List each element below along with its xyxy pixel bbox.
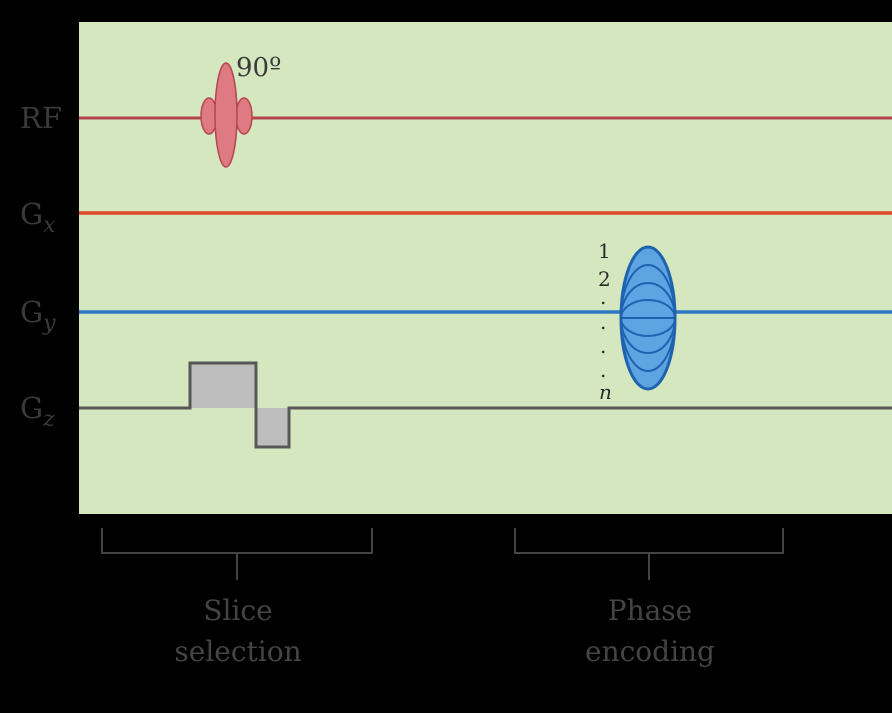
phase-step-dot-2: . [600,310,606,334]
rf-label: RF [20,101,62,135]
rf-pulse-right-sidelobe [235,97,253,135]
phase-encoding-label-line1: Phase [608,594,693,627]
phase-step-first-label: 1 [598,239,611,263]
phase-encoding-label-line2: encoding [585,635,715,668]
diagram-panel [79,22,892,514]
phase-step-last-label: n [599,380,612,404]
slice-selection-label-line2: selection [174,635,301,668]
phase-encoding-bracket [514,528,784,580]
phase-step-dot-3: . [600,334,606,358]
gz-label: Gz [20,391,55,432]
gx-label: Gx [20,197,56,238]
rf-flip-angle-label: 90º [236,53,281,83]
rf-pulse-main-lobe [214,62,238,168]
gz-rephasing-lobe [256,408,289,447]
gy-phase-encode-pulse [619,245,677,391]
gz-slice-select-lobe [190,363,256,408]
gx-label-sub: x [43,213,56,238]
phase-step-dot-4: . [600,358,606,382]
gz-waveform [79,361,892,449]
slice-selection-bracket [101,528,373,580]
gx-label-main: G [20,197,43,231]
gy-label: Gy [20,295,56,336]
slice-selection-label-line1: Slice [203,594,272,627]
phase-step-dot-1: . [600,285,606,309]
gz-label-main: G [20,391,43,425]
phase-step-second-label: 2 [598,267,611,291]
rf-pulse-90 [200,62,253,168]
gy-label-main: G [20,295,43,329]
gy-label-sub: y [42,311,56,336]
gz-label-sub: z [42,407,55,432]
